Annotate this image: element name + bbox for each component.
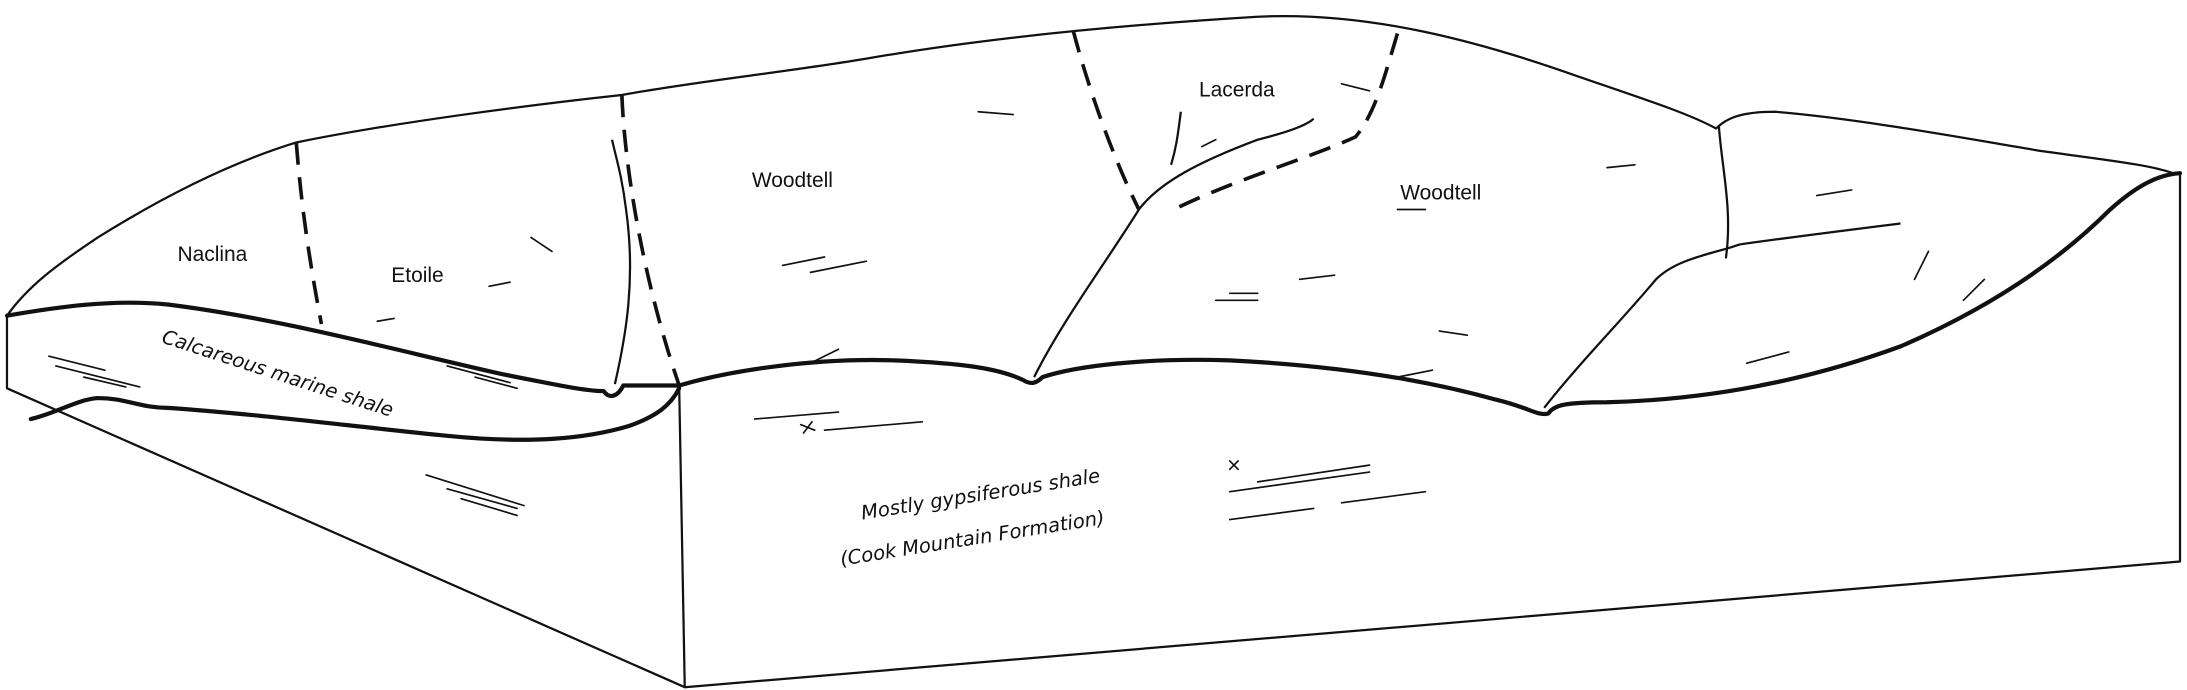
right-face (684, 173, 2182, 689)
top-surface-edge (6, 15, 2178, 317)
label-lacerda: Lacerda (1199, 78, 1275, 101)
naclina-etoile-boundary (294, 142, 324, 325)
soil-boundaries (294, 30, 1400, 387)
gypsum-crystal-icon (799, 420, 1239, 471)
label-woodtell-right: Woodtell (1400, 182, 1481, 205)
drainage-channels (610, 111, 1901, 409)
stream-channel (1169, 111, 1182, 166)
lacerda-left-boundary (1071, 30, 1141, 211)
stream-channel (610, 139, 632, 385)
texture-strokes (48, 82, 1986, 521)
shale-bedding (48, 355, 1427, 521)
label-woodtell-left: Woodtell (752, 169, 833, 192)
stream-channel (1543, 125, 1901, 409)
layer-labels: Calcareous marine shale Mostly gypsifero… (159, 325, 1106, 571)
lacerda-right-boundary (1173, 32, 1400, 212)
label-etoile: Etoile (391, 264, 443, 287)
layer-contact (28, 386, 682, 442)
left-face (5, 315, 686, 689)
front-surface-edge (4, 171, 2183, 417)
block-outline (4, 15, 2183, 689)
etoile-woodtell-boundary (620, 94, 681, 387)
label-naclina: Naclina (177, 243, 247, 266)
stream-channel (1033, 117, 1315, 378)
soil-labels: Naclina Etoile Woodtell Lacerda Woodtell (177, 78, 1481, 287)
